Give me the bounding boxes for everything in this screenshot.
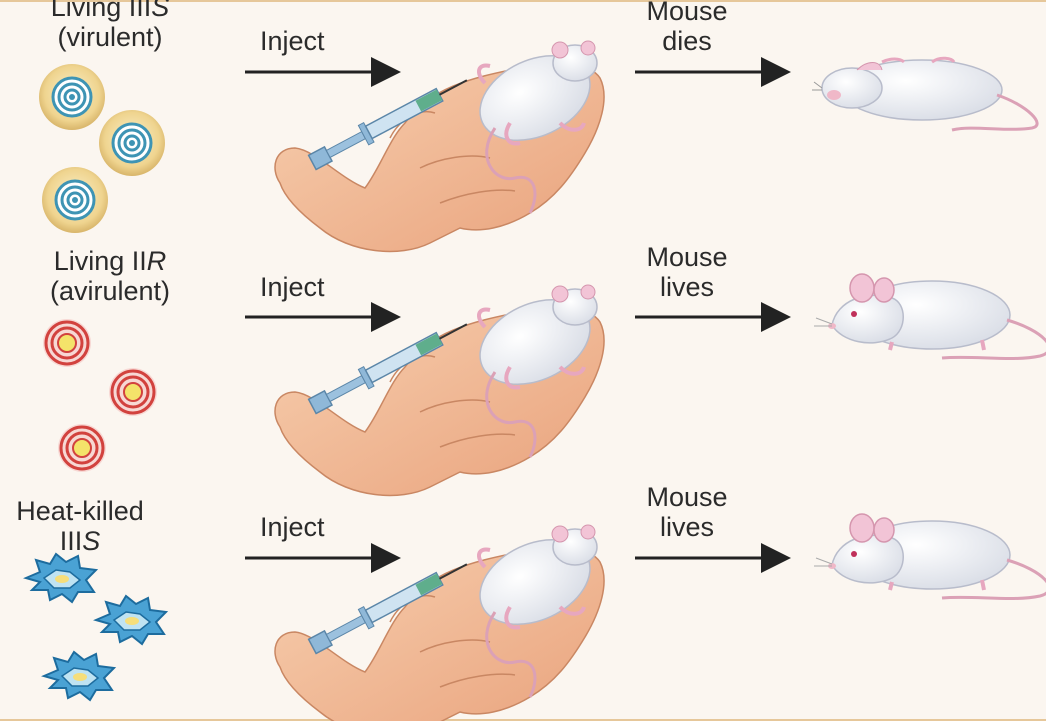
row1-bacteria — [39, 64, 165, 233]
dead-mouse-icon — [812, 58, 1037, 130]
capsulated-bacterium-icon — [42, 167, 108, 233]
capsulated-bacterium-icon — [99, 110, 165, 176]
live-mouse-icon — [814, 514, 1046, 599]
rough-bacterium-icon — [58, 424, 106, 472]
heat-killed-bacterium-icon — [26, 554, 96, 602]
heat-killed-bacterium-icon — [96, 596, 166, 644]
live-mouse-icon — [814, 274, 1046, 359]
row2-bacteria — [43, 319, 157, 472]
rough-bacterium-icon — [43, 319, 91, 367]
row3-bacteria — [26, 554, 166, 700]
capsulated-bacterium-icon — [39, 64, 105, 130]
rough-bacterium-icon — [109, 368, 157, 416]
row2-injection-hand-syringe-mouse — [275, 283, 604, 495]
row3-injection-hand-syringe-mouse — [275, 523, 604, 721]
heat-killed-bacterium-icon — [44, 652, 114, 700]
